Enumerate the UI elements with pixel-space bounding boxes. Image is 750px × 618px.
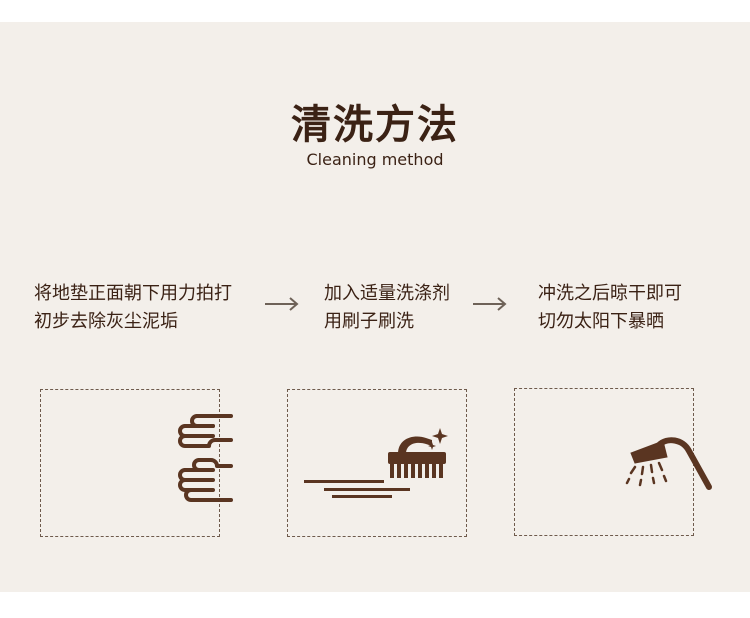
step-1-line-2: 初步去除灰尘泥垢 — [34, 311, 178, 332]
step-3-line-1: 冲洗之后晾干即可 — [538, 283, 682, 304]
scrub-brush-icon — [304, 428, 448, 498]
step-1-illustration — [40, 389, 233, 537]
step-2-illustration — [287, 389, 467, 537]
step-3-text: 冲洗之后晾干即可 切勿太阳下暴晒 — [538, 280, 682, 336]
step-3-illustration — [514, 388, 712, 536]
step-2-line-1: 加入适量洗涤剂 — [324, 283, 450, 304]
step-3-line-2: 切勿太阳下暴晒 — [538, 311, 664, 332]
arrow-right-icon — [472, 296, 508, 312]
hands-patting-icon — [178, 414, 233, 502]
step-1-text: 将地垫正面朝下用力拍打 初步去除灰尘泥垢 — [34, 280, 232, 336]
step-2-text: 加入适量洗涤剂 用刷子刷洗 — [324, 280, 450, 336]
arrow-right-icon — [264, 296, 300, 312]
step-2-line-2: 用刷子刷洗 — [324, 311, 414, 332]
step-1-line-1: 将地垫正面朝下用力拍打 — [34, 283, 232, 304]
shower-head-icon — [625, 437, 712, 490]
page-subtitle: Cleaning method — [306, 150, 444, 169]
page-title: 清洗方法 — [291, 102, 459, 148]
